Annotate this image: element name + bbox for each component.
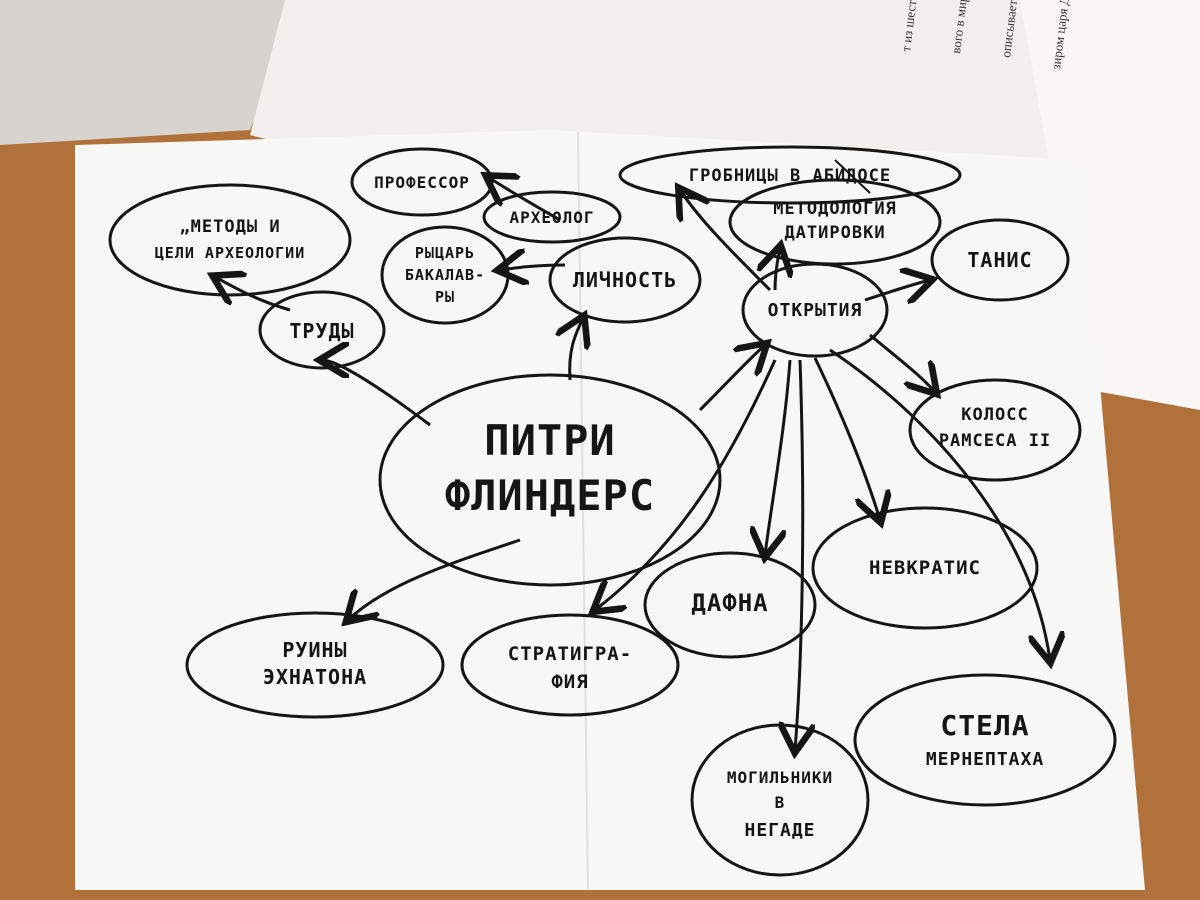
trudy-label: ТРУДЫ: [289, 319, 354, 343]
metody-label-line-2: ЦЕЛИ АРХЕОЛОГИИ: [155, 244, 305, 262]
arheolog-outline: [482, 190, 622, 244]
navkratis-label: НЕВКРАТИС: [869, 557, 981, 579]
arheolog-label: АРХЕОЛОГ: [509, 208, 594, 227]
mogilniki-label-line-1: МОГИЛЬНИКИ: [727, 768, 833, 787]
professor-label: ПРОФЕССОР: [374, 173, 470, 192]
mogilniki-outline: [690, 723, 870, 877]
stratigrafiya-label-line-1: СТРАТИГРА-: [508, 643, 632, 665]
trudy-outline: [258, 290, 386, 370]
center-title-line-2: ФЛИНДЕРС: [445, 471, 655, 520]
rycar-label-line-1: РЫЦАРЬ: [415, 244, 475, 262]
tanis-outline: [930, 218, 1070, 302]
mogilniki-label-line-2: В: [775, 793, 786, 812]
kolos-label-line-2: РАМСЕСА II: [939, 431, 1051, 451]
ruiny-label-line-2: ЭХНАТОНА: [263, 665, 367, 689]
otkrytiya-label: ОТКРЫТИЯ: [768, 300, 863, 321]
center-node-outline: [378, 373, 722, 587]
stratigrafiya-label-line-2: ФИЯ: [551, 671, 588, 693]
kolos-label-line-1: КОЛОСС: [961, 405, 1028, 425]
grobnicy-label: ГРОБНИЦЫ В АБИДОСЕ: [689, 166, 891, 186]
rycar-label-line-3: РЫ: [435, 288, 455, 306]
stela-label-line-1: СТЕЛА: [940, 709, 1029, 742]
node-outlines: [108, 145, 1117, 877]
lichnost-outline: [548, 236, 702, 324]
metody-outline: [108, 183, 352, 297]
stela-outline: [853, 673, 1117, 807]
paper-fold: [577, 131, 589, 891]
rycar-label-line-2: БАКАЛАВ-: [405, 266, 485, 284]
professor-outline: [350, 147, 494, 217]
navkratis-outline: [811, 506, 1039, 630]
metodologiya-label-line-2: ДАТИРОВКИ: [784, 223, 885, 243]
kolos-outline: [908, 378, 1082, 482]
mind-map-sheet: [75, 130, 1145, 890]
dafna-label: ДАФНА: [691, 589, 768, 617]
metodologiya-outline: [728, 178, 942, 266]
mogilniki-label-line-3: НЕГАДЕ: [744, 820, 815, 841]
stratigrafiya-outline: [460, 613, 680, 717]
grobnicy-outline: [618, 145, 962, 205]
lichnost-label: ЛИЧНОСТЬ: [573, 268, 677, 292]
metodologiya-label-line-1: МЕТОДОЛОГИЯ: [773, 199, 897, 219]
center-title-line-1: ПИТРИ: [484, 416, 615, 465]
rycar-outline: [380, 225, 510, 325]
stela-label-line-2: МЕРНЕПТАХА: [926, 749, 1044, 770]
ruiny-label-line-1: РУИНЫ: [282, 638, 347, 662]
metody-label-line-1: „МЕТОДЫ И: [179, 217, 280, 237]
dafna-outline: [643, 551, 817, 659]
crossed-handwriting-mark: [834, 159, 871, 194]
ruiny-outline: [185, 611, 445, 719]
handwritten-labels: ПИТРИ ФЛИНДЕРС ТРУДЫ „МЕТОДЫ И ЦЕЛИ АРХЕ…: [155, 166, 1051, 841]
tanis-label: ТАНИС: [967, 248, 1032, 272]
